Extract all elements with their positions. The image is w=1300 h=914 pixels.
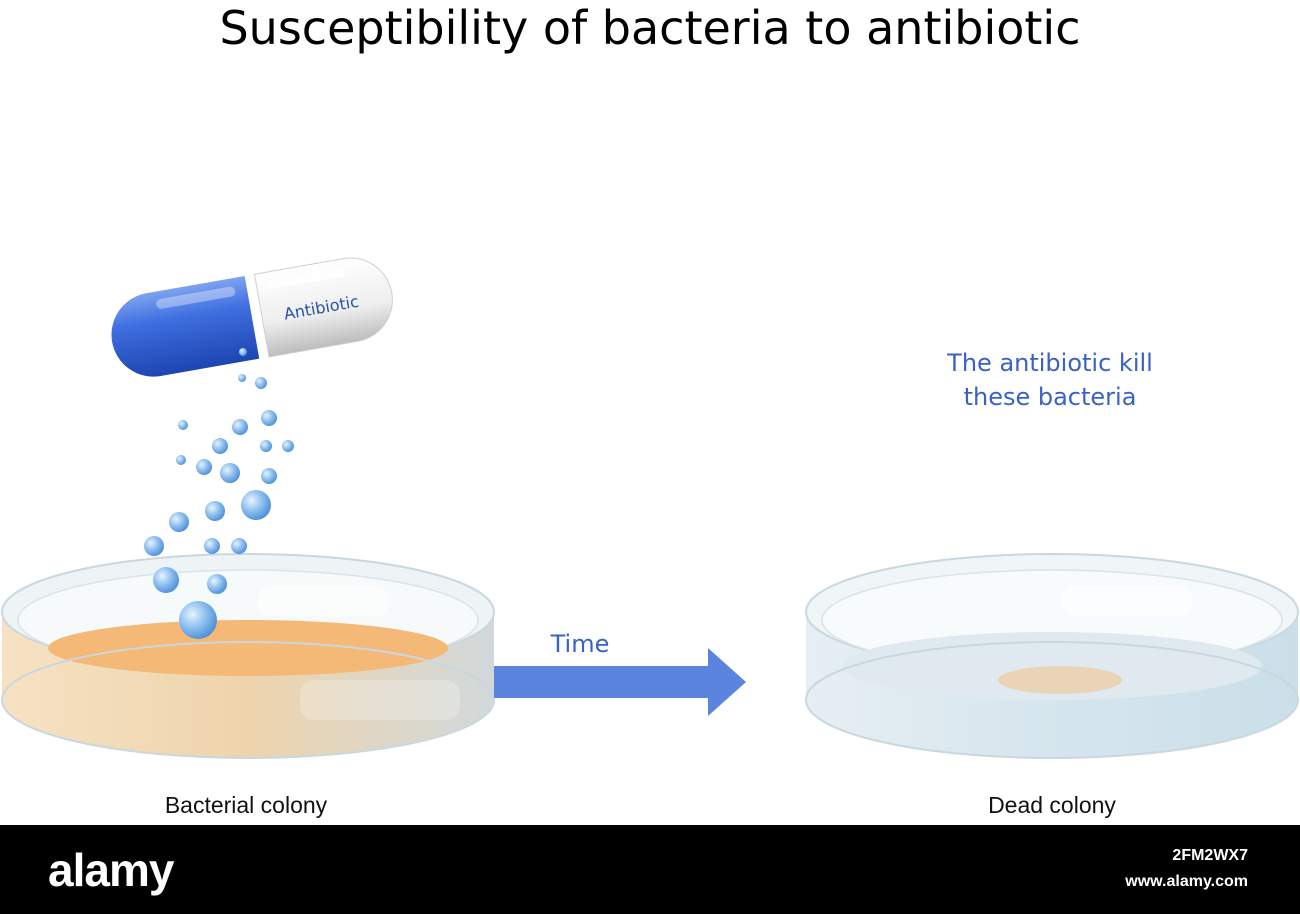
time-label: Time [550,630,610,658]
capsule-blue-half [111,275,260,377]
diagram-canvas: Antibiotic [1,257,1299,759]
petri-dish-dead [805,553,1299,759]
site-url: www.alamy.com [1125,873,1248,890]
time-arrow [494,648,746,716]
caption-bacterial-colony: Bacterial colony [164,792,328,818]
antibiotic-capsule: Antibiotic [111,257,393,377]
annotation-line-1: The antibiotic kill [947,349,1153,377]
diagram-title: Susceptibility of bacteria to antibiotic [219,1,1081,55]
dead-colony-spot [998,666,1122,694]
annotation-text: The antibiotic kill these bacteria [900,346,1200,414]
bacterial-colony [48,620,448,676]
alamy-logo: alamy [48,844,174,896]
annotation-line-2: these bacteria [963,383,1137,411]
caption-dead-colony: Dead colony [988,792,1116,818]
antibiotic-droplets [144,348,294,639]
stock-footer-bar: alamy 2FM2WX7 www.alamy.com [0,825,1300,914]
petri-dish-bacterial [1,553,495,759]
image-id: 2FM2WX7 [1172,847,1248,864]
